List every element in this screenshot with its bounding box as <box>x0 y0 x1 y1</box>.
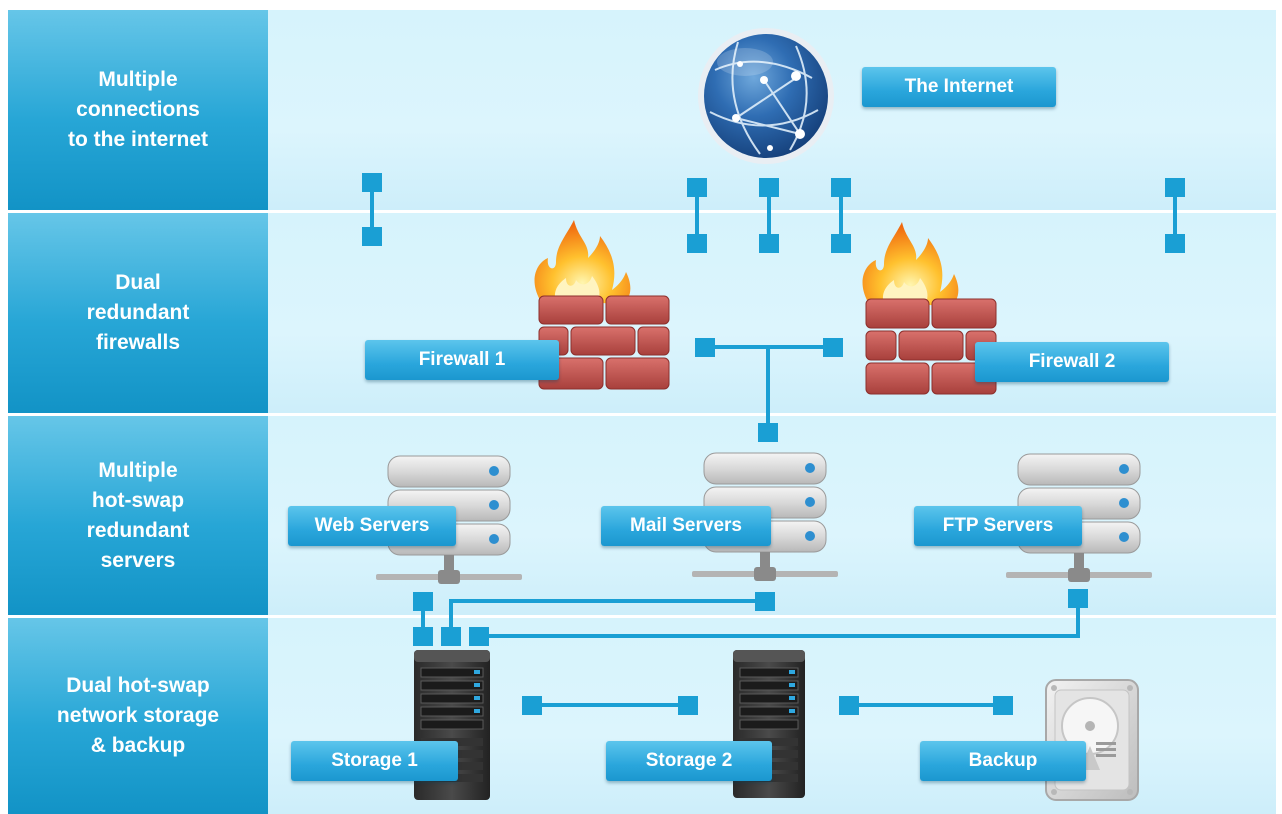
tag-backup: Backup <box>920 741 1086 781</box>
connector-internet-2 <box>687 178 707 253</box>
row-label-servers: Multiple hot-swap redundant servers <box>8 416 268 615</box>
connector-mail-storage <box>441 592 775 646</box>
connector-firewall-t <box>695 338 843 442</box>
connector-ftp-storage <box>469 589 1088 646</box>
connector-storage2-backup <box>839 696 1013 715</box>
tag-mail-servers-text: Mail Servers <box>630 515 742 536</box>
connector-storage1-storage2 <box>522 696 698 715</box>
tag-the-internet: The Internet <box>862 67 1056 107</box>
tag-web-servers: Web Servers <box>288 506 456 546</box>
tag-mail-servers: Mail Servers <box>601 506 771 546</box>
tag-firewall-2: Firewall 2 <box>975 342 1169 382</box>
row-label-internet-text: Multiple connections to the internet <box>68 68 208 151</box>
row-label-internet: Multiple connections to the internet <box>8 10 268 210</box>
tag-ftp-servers: FTP Servers <box>914 506 1082 546</box>
tag-storage-2-text: Storage 2 <box>645 750 733 771</box>
row-label-storage-text: Dual hot-swap network storage & backup <box>56 674 220 757</box>
tag-firewall-1: Firewall 1 <box>365 340 559 380</box>
tag-web-servers-text: Web Servers <box>314 515 430 536</box>
globe-icon <box>698 28 834 164</box>
ftp-server-icon <box>1006 453 1152 582</box>
flame-icon <box>862 222 959 306</box>
row-label-servers-text: Multiple hot-swap redundant servers <box>86 458 190 572</box>
row-label-firewalls: Dual redundant firewalls <box>8 213 268 413</box>
tag-firewall-2-text: Firewall 2 <box>1028 351 1116 372</box>
tag-backup-text: Backup <box>968 750 1038 771</box>
tag-storage-1: Storage 1 <box>291 741 458 781</box>
tag-storage-2: Storage 2 <box>606 741 772 781</box>
tag-the-internet-text: The Internet <box>904 76 1014 97</box>
hard-drive-icon <box>1045 679 1139 801</box>
row-label-firewalls-text: Dual redundant firewalls <box>86 271 190 354</box>
tag-storage-1-text: Storage 1 <box>331 750 418 771</box>
connector-internet-4 <box>831 178 851 253</box>
flame-icon <box>534 220 631 304</box>
connector-web-storage <box>413 592 433 646</box>
row-label-storage: Dual hot-swap network storage & backup <box>8 618 268 814</box>
connectors <box>362 173 1185 715</box>
connector-internet-3 <box>759 178 779 253</box>
tag-ftp-servers-text: FTP Servers <box>942 515 1054 536</box>
connector-internet-1 <box>362 173 382 246</box>
connector-internet-5 <box>1165 178 1185 253</box>
tag-firewall-1-text: Firewall 1 <box>418 349 506 370</box>
